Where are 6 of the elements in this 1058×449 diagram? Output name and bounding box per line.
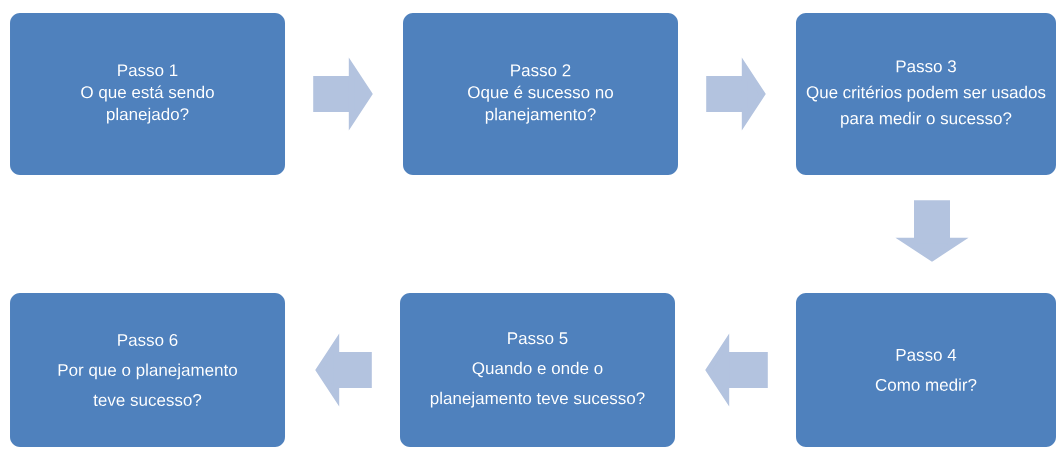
process-box: Passo 1 O que está sendo planejado? [10, 13, 285, 175]
process-box: Passo 5 Quando e onde o planejamento teve sucesso? [400, 293, 675, 447]
process-box: Passo 3 Que critérios podem ser usados para medir o sucesso? [796, 13, 1056, 175]
process-box: Passo 6 Por que o planejamento teve sucesso? [10, 293, 285, 447]
process-box: Passo 4 Como medir? [796, 293, 1056, 447]
process-box: Passo 2 Oque é sucesso no planejamento? [403, 13, 678, 175]
